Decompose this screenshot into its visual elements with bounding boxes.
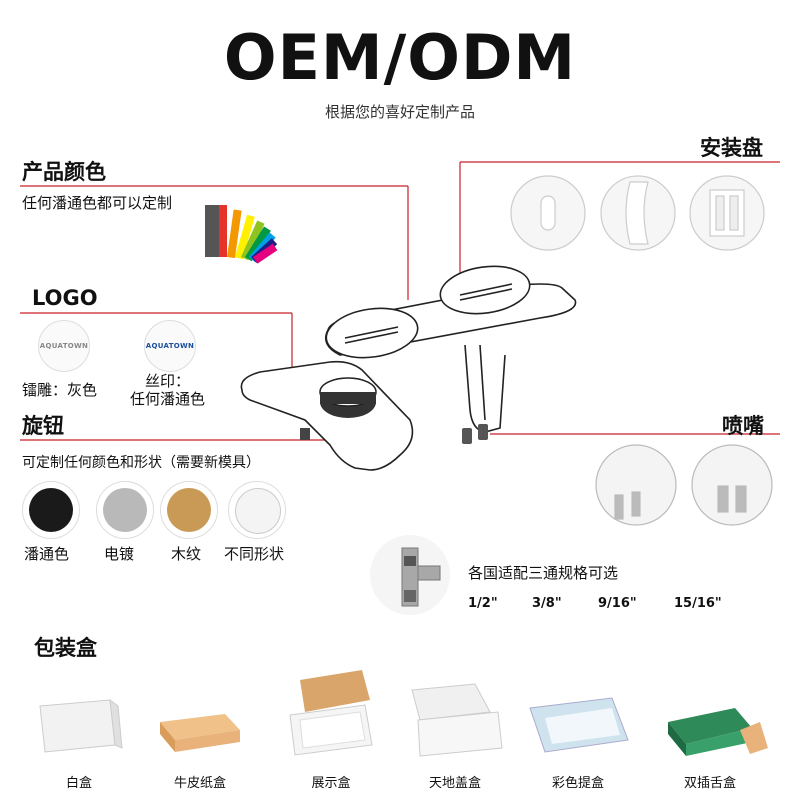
logo-title: LOGO — [32, 286, 98, 310]
tee-desc: 各国适配三通规格可选 — [468, 564, 619, 582]
box-label: 白盒 — [65, 776, 92, 791]
box-label: 双插舌盒 — [683, 776, 736, 791]
mount-plate-samples — [510, 175, 765, 251]
callout-lines — [20, 161, 780, 441]
knob-option-pantone — [22, 481, 80, 539]
knob-option-label: 木纹 — [171, 545, 202, 563]
box-label: 牛皮纸盒 — [173, 776, 226, 791]
knob-on-body — [319, 377, 377, 418]
box-display — [289, 670, 373, 756]
knob-swatch — [167, 488, 211, 532]
inlet-stub — [300, 428, 310, 440]
product-color-title: 产品颜色 — [22, 160, 106, 184]
tee-valve-icon — [370, 535, 450, 615]
tee-size: 9/16" — [598, 596, 637, 611]
knob-option-shape — [228, 481, 286, 539]
logo-print-sample: AQUATOWN — [144, 320, 196, 372]
knob-option-label: 潘通色 — [24, 545, 70, 563]
box-white — [39, 698, 123, 753]
pantone-fan-icon — [205, 205, 278, 264]
box-label: 天地盖盒 — [428, 776, 481, 791]
tee-size: 15/16" — [674, 596, 722, 611]
box-tuck — [668, 708, 768, 756]
page-title: OEM/ODM — [223, 21, 577, 94]
page-subtitle: 根据您的喜好定制产品 — [324, 103, 475, 121]
knob-swatch — [29, 488, 73, 532]
box-label: 展示盒 — [311, 776, 351, 791]
engrave-label: 镭雕：灰色 — [22, 381, 98, 399]
tee-size: 3/8" — [532, 596, 562, 611]
box-color — [529, 697, 629, 753]
box-lid — [411, 683, 503, 757]
knob-option-label: 电镀 — [104, 545, 135, 563]
screw-caps — [325, 265, 531, 359]
tee-size: 1/2" — [468, 596, 498, 611]
knob-desc: 可定制任何颜色和形状（需要新模具） — [22, 455, 260, 471]
box-label: 彩色提盒 — [551, 776, 604, 791]
nozzle-title: 喷嘴 — [722, 414, 764, 438]
nozzle-tips — [462, 424, 488, 444]
knob-swatch — [235, 488, 281, 534]
knob-swatch — [103, 488, 147, 532]
logo-engrave-sample: AQUATOWN — [38, 320, 90, 372]
mount-plate-title: 安装盘 — [700, 136, 763, 160]
packaging-title: 包装盒 — [34, 636, 97, 660]
brand-logo-gray: AQUATOWN — [39, 342, 89, 350]
print-label-line1: 丝印： — [145, 372, 191, 390]
nozzle-samples — [595, 444, 773, 526]
print-label-line2: 任何潘通色 — [130, 390, 206, 408]
knob-title: 旋钮 — [22, 414, 64, 438]
box-kraft — [160, 714, 240, 752]
product-color-desc: 任何潘通色都可以定制 — [22, 194, 173, 212]
brand-logo-blue: AQUATOWN — [145, 342, 195, 350]
knob-option-plated — [96, 481, 154, 539]
knob-option-label: 不同形状 — [224, 545, 285, 563]
knob-option-wood — [160, 481, 218, 539]
